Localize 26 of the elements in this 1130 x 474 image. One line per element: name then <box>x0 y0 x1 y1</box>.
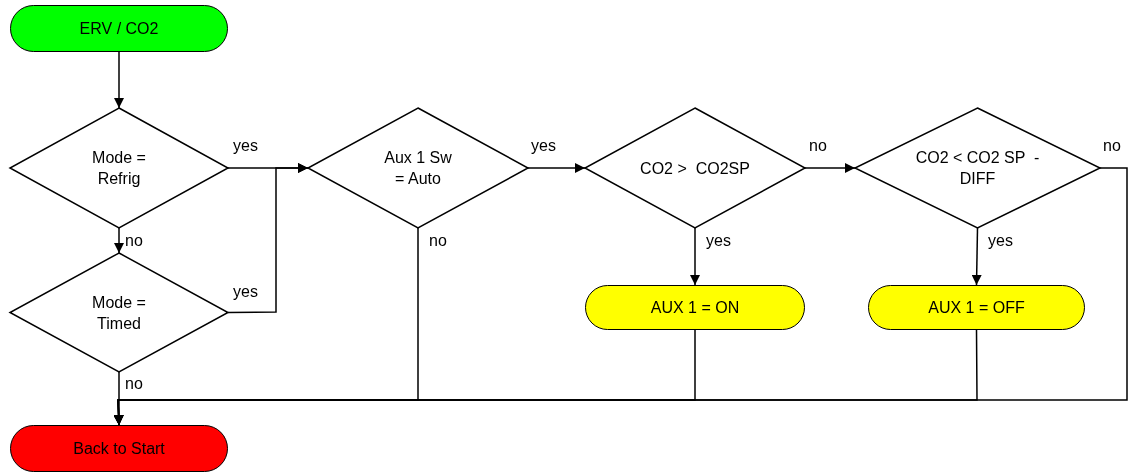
node-text: Mode = Refrig <box>91 148 147 189</box>
arrow <box>804 163 856 173</box>
terminal-box <box>10 5 228 52</box>
arrow <box>227 163 309 314</box>
decision-diamond <box>10 253 228 372</box>
node-text: CO2 > CO2SP <box>639 158 751 179</box>
node-text: Mode = Timed <box>91 292 147 334</box>
node-text: Back to Start <box>73 439 165 459</box>
node-text: AUX 1 = ON <box>650 298 740 318</box>
arrow <box>114 227 124 254</box>
arrow <box>114 371 124 426</box>
terminal-box <box>868 285 1085 330</box>
terminal-box <box>585 285 805 330</box>
decision-diamond <box>855 108 1100 228</box>
decision-diamond <box>308 108 528 228</box>
node-text: ERV / CO2 <box>79 19 159 39</box>
terminal-box <box>10 425 228 472</box>
node-text: AUX 1 = OFF <box>928 298 1025 318</box>
arrow <box>971 227 982 286</box>
decision-diamond <box>585 108 805 228</box>
decision-diamond <box>10 108 228 228</box>
node-text: CO2 < CO2 SP - DIFF <box>914 148 1041 189</box>
arrow <box>527 163 586 173</box>
arrow <box>114 51 124 109</box>
arrow <box>690 227 700 286</box>
node-text: Aux 1 Sw = Auto <box>383 148 453 189</box>
